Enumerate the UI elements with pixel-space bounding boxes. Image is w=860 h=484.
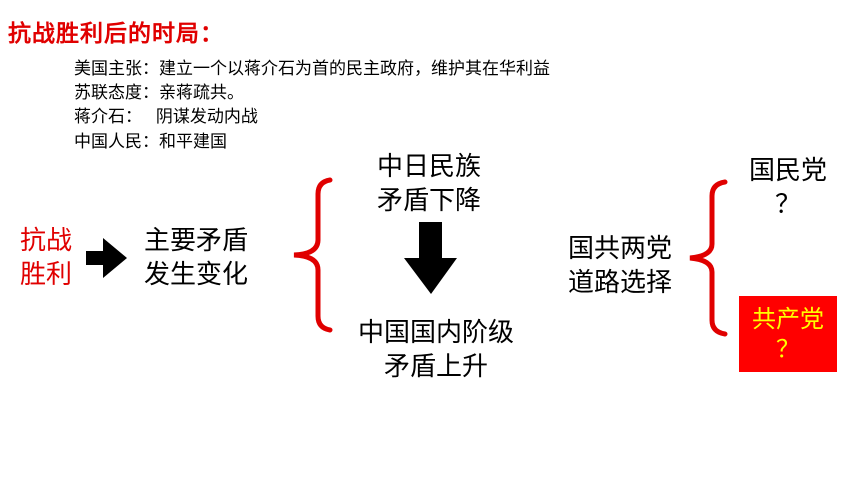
page-title: 抗战胜利后的时局： [8, 21, 224, 47]
right-brace [689, 179, 728, 337]
domestic-label: 中国国内阶级 矛盾上升 [357, 318, 514, 382]
cpc-label: 共产党 [752, 305, 824, 333]
note-us: 美国主张：建立一个以蒋介石为首的民主政府，维护其在华利益 [74, 59, 550, 79]
note-chiang: 蒋介石： 阴谋发动内战 [74, 107, 258, 127]
right-block-arrow [86, 238, 127, 278]
note-people: 中国人民：和平建国 [74, 132, 227, 152]
victory-label: 抗战 胜利 [19, 226, 72, 290]
path-choice-label: 国共两党 道路选择 [567, 234, 672, 298]
note-ussr: 苏联态度：亲蒋疏共。 [74, 83, 244, 103]
cpc-question: ？ [776, 335, 800, 363]
sino-japanese-label: 中日民族 矛盾下降 [376, 152, 481, 216]
down-block-arrow [404, 222, 457, 294]
left-brace [293, 177, 333, 333]
contradiction-label: 主要矛盾 发生变化 [143, 226, 248, 290]
cpc-box: 共产党 ？ [739, 296, 837, 372]
kmt-label: 国民党 ？ [748, 156, 827, 220]
